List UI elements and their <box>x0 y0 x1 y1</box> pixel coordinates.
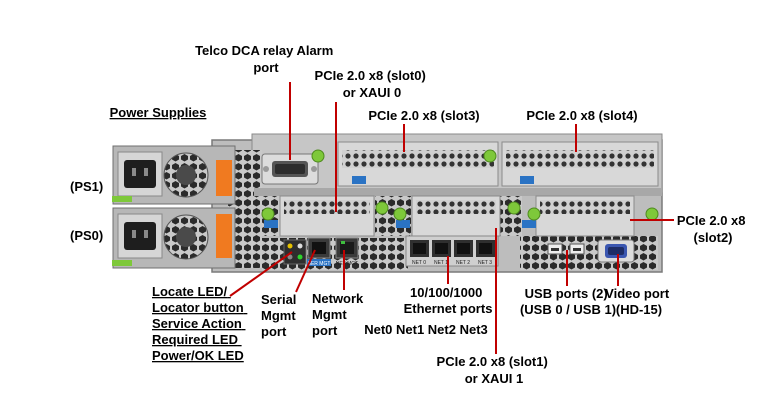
telco-alarm-port <box>261 153 319 185</box>
callout-serial <box>295 249 316 293</box>
power-supply-ps0 <box>112 207 236 269</box>
slot1-label-line2: or XAUI 1 <box>465 371 524 386</box>
network-line-1: Network <box>312 291 364 306</box>
ethernet-port-net3: NET 3 <box>476 240 495 266</box>
ethernet-ports: NET 0 NET 1 NET 2 NET 3 <box>405 235 499 267</box>
locate-line-2: Locator button <box>152 300 244 315</box>
ethernet-port-net0: NET 0 <box>410 240 429 266</box>
usb-line-2: (USB 0 / USB 1) <box>520 302 616 317</box>
green-latch-screws <box>261 149 659 221</box>
network-mgmt-port: NET MGT <box>335 237 359 267</box>
net3-tag: NET 3 <box>478 260 492 266</box>
slot2-label: PCIe 2.0 x8 (slot2) <box>677 213 749 245</box>
slot2-label-line2: (slot2) <box>694 230 733 245</box>
slot0-label-line1: PCIe 2.0 x8 (slot0) <box>315 68 426 83</box>
serial-port-tag: SER MGT <box>308 261 331 267</box>
slot0-label: PCIe 2.0 x8 (slot0) or XAUI 0 <box>315 68 430 100</box>
net-port-names: Net0 Net1 Net2 Net3 <box>364 322 488 337</box>
usb-ports <box>547 243 585 255</box>
serial-mgmt-label: Serial Mgmt port <box>261 292 300 339</box>
ethernet-line-2: Ethernet ports <box>404 301 493 316</box>
pcie-slot4-bracket <box>501 141 659 187</box>
locate-line-3: Service Action <box>152 316 242 331</box>
slot1-label-line1: PCIe 2.0 x8 (slot1) <box>437 354 548 369</box>
pcie-slot3-bracket <box>337 141 499 187</box>
ethernet-ports-label: 10/100/1000 Ethernet ports <box>404 285 493 316</box>
network-line-2: Mgmt <box>312 307 347 322</box>
telco-alarm-label: Telco DCA relay Alarm port <box>195 43 337 75</box>
ethernet-port-net1: NET 1 <box>432 240 451 266</box>
serial-line-3: port <box>261 324 287 339</box>
serial-line-2: Mgmt <box>261 308 296 323</box>
power-supplies-label: Power Supplies <box>110 105 207 120</box>
ethernet-line-1: 10/100/1000 <box>410 285 482 300</box>
video-line-2: (HD-15) <box>616 302 662 317</box>
net1-tag: NET 1 <box>434 260 448 266</box>
locate-line-4: Required LED <box>152 332 238 347</box>
network-port-tag: NET MGT <box>336 261 358 267</box>
ps0-label: (PS0) <box>70 228 103 243</box>
locate-led-labels: Locate LED/ Locator button Service Actio… <box>152 284 247 363</box>
ps1-label: (PS1) <box>70 179 103 194</box>
net0-tag: NET 0 <box>412 260 426 266</box>
serial-line-1: Serial <box>261 292 296 307</box>
usb-ports-label: USB ports (2) (USB 0 / USB 1) <box>520 286 616 317</box>
slot2-label-line1: PCIe 2.0 x8 <box>677 213 746 228</box>
telco-label-line1: Telco DCA relay Alarm <box>195 43 333 58</box>
pcie-slot0-bracket <box>264 195 375 237</box>
slot1-label: PCIe 2.0 x8 (slot1) or XAUI 1 <box>437 354 552 386</box>
network-mgmt-label: Network Mgmt port <box>312 291 367 338</box>
video-port-label: Video port (HD-15) <box>605 286 673 317</box>
status-led-panel <box>283 239 307 265</box>
slot3-label: PCIe 2.0 x8 (slot3) <box>368 108 479 123</box>
locate-line-5: Power/OK LED <box>152 348 244 363</box>
slot4-label: PCIe 2.0 x8 (slot4) <box>526 108 637 123</box>
serial-mgmt-port: SER MGT <box>307 237 331 267</box>
power-supply-ps1 <box>112 145 236 205</box>
network-line-3: port <box>312 323 338 338</box>
pcie-slot2-bracket <box>522 195 635 237</box>
callout-lines <box>229 82 674 354</box>
slot0-label-line2: or XAUI 0 <box>343 85 402 100</box>
locate-line-1: Locate LED/ <box>152 284 228 299</box>
net2-tag: NET 2 <box>456 260 470 266</box>
video-port <box>597 239 635 263</box>
pcie-slot1-bracket <box>396 195 501 237</box>
callout-locate <box>229 251 293 297</box>
usb-line-1: USB ports (2) <box>525 286 608 301</box>
telco-label-line2: port <box>253 60 279 75</box>
video-line-1: Video port <box>605 286 670 301</box>
ethernet-port-net2: NET 2 <box>454 240 473 266</box>
